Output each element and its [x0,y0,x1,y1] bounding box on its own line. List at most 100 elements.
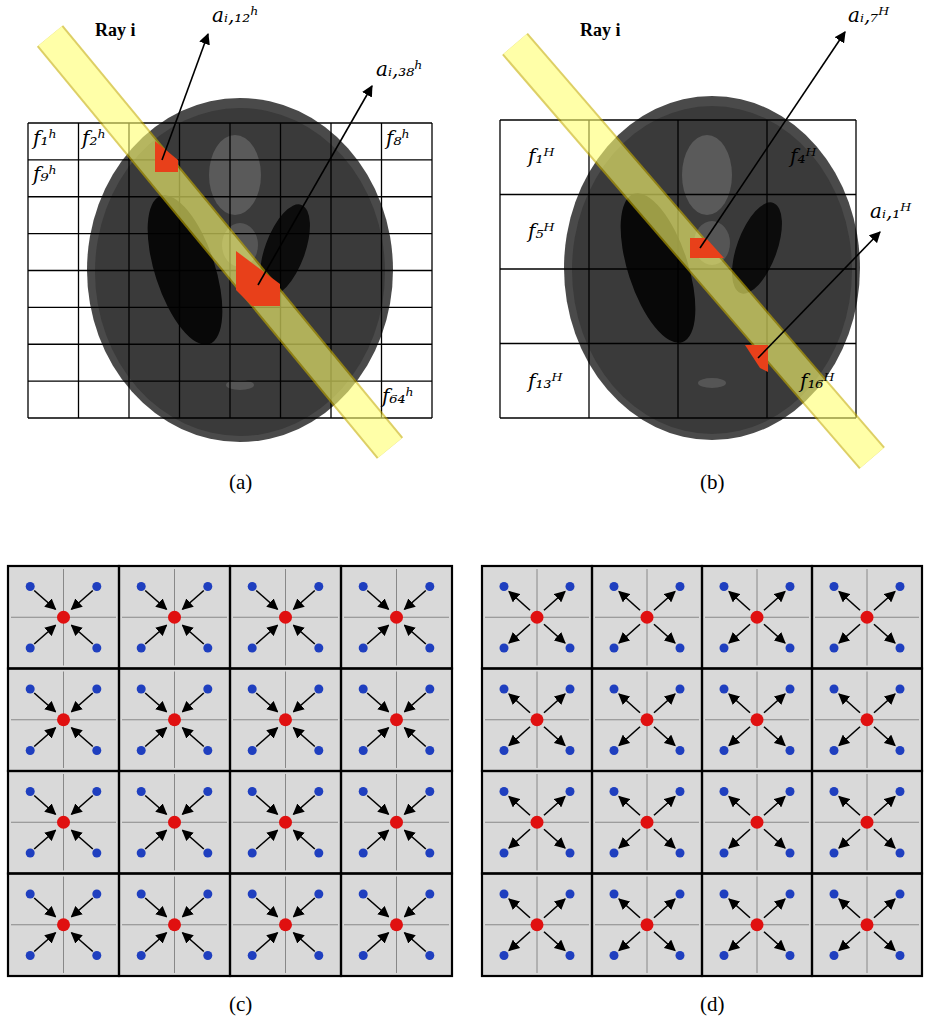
fine-node [566,644,575,653]
coarse-cell [592,874,702,977]
transfer-arrow [874,797,895,816]
transfer-arrow [544,932,565,951]
coarse-cell [230,874,341,977]
weight-label: aᵢ,₇ᴴ [848,4,889,27]
fine-node [137,787,146,796]
transfer-arrow [619,592,640,611]
transfer-arrow [874,727,895,746]
transfer-arrow [509,592,530,611]
fine-node [896,582,905,591]
fine-node [314,849,323,858]
coarse-node [531,918,544,931]
coarse-cell [812,669,922,772]
coarse-node [751,611,764,624]
fine-node [610,685,619,694]
transfer-arrow [509,932,530,951]
grid-line [280,123,281,418]
transfer-arrow [654,592,675,611]
fine-node [676,582,685,591]
transfer-arrow [729,932,750,951]
coarse-cell [812,566,922,669]
fine-node [92,787,101,796]
transfer-arrow [145,693,166,712]
transfer-arrow [256,728,277,747]
fine-node [26,890,35,899]
coarse-node [279,611,292,624]
transfer-arrow [619,694,640,713]
fine-node [359,644,368,653]
fine-node [720,787,729,796]
fine-node [566,582,575,591]
fine-node [137,890,146,899]
transfer-arrow [509,899,530,918]
transfer-arrow [839,932,860,951]
fine-node [830,685,839,694]
coarse-cell [341,669,452,772]
fine-node [720,746,729,755]
coarse-cell [702,669,812,772]
fine-node [896,951,905,960]
fine-node [610,787,619,796]
transfer-arrow [34,830,55,849]
fine-node [314,951,323,960]
transfer-arrow [405,625,426,644]
coarse-cell [230,566,341,669]
transfer-arrow [294,728,315,747]
fine-node [786,685,795,694]
fine-node [137,582,146,591]
fine-node [786,849,795,858]
transfer-arrow [764,797,785,816]
fine-node [359,787,368,796]
pixel-label: f₁ᴴ [528,145,554,168]
pixel-label: f₁₆ᴴ [800,370,834,393]
transfer-arrow [874,624,895,643]
fine-node [896,787,905,796]
fine-node [248,685,257,694]
fine-node [566,951,575,960]
fine-node [500,582,509,591]
fine-node [720,849,729,858]
transfer-arrow [729,624,750,643]
fine-node [425,582,434,591]
transfer-arrow [34,693,55,712]
coarse-cell [592,771,702,874]
fine-node [314,746,323,755]
transfer-arrow [405,796,426,815]
fine-node [92,582,101,591]
panel-caption: (b) [700,470,725,494]
transfer-arrow [544,727,565,746]
panel-caption: (c) [229,992,252,1016]
fine-node [203,951,212,960]
fine-node [425,746,434,755]
fine-node [566,685,575,694]
fine-node [566,849,575,858]
transfer-arrow [367,898,388,917]
ray-band [50,36,872,458]
transfer-arrow [619,899,640,918]
coarse-node [531,611,544,624]
coarse-node [168,713,181,726]
transfer-arrow [34,796,55,815]
transfer-arrow [183,728,204,747]
coarse-cell [119,771,230,874]
transfer-arrow [145,898,166,917]
transfer-arrow [654,797,675,816]
transfer-arrow [72,625,93,644]
transfer-arrow [619,932,640,951]
pixel-label: f₆₄ʰ [382,385,414,408]
coarse-cell [119,874,230,977]
fine-node [830,644,839,653]
transfer-arrow [367,933,388,952]
transfer-arrow [839,592,860,611]
coarse-cell [8,874,119,977]
transfer-arrow [405,591,426,610]
coarse-node [641,713,654,726]
coarse-cell [702,566,812,669]
pixel-label: f₁ʰ [33,127,57,150]
fine-node [26,746,35,755]
fine-node [830,951,839,960]
fine-node [314,685,323,694]
coarse-node [390,918,403,931]
transfer-arrow [544,592,565,611]
